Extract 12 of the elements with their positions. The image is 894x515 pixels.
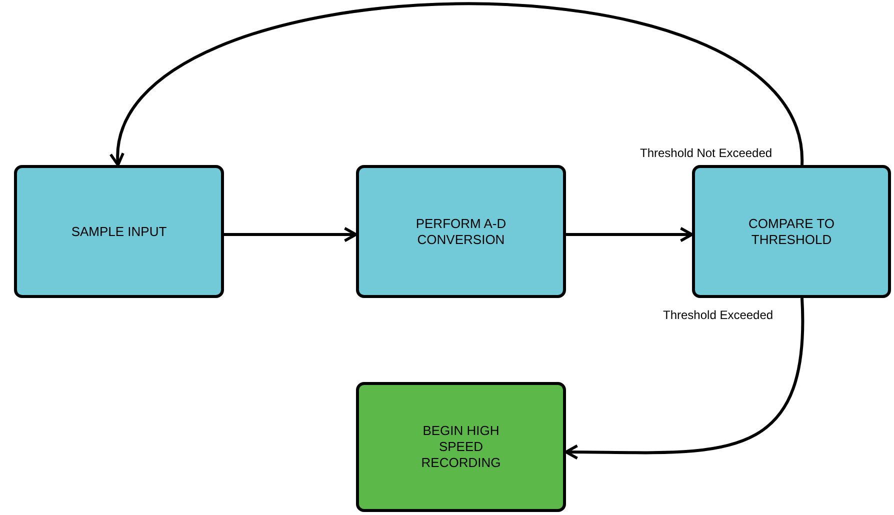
arrow xyxy=(112,2,804,166)
process-box xyxy=(356,382,566,512)
process-box xyxy=(14,165,224,298)
arrow xyxy=(564,298,804,460)
arrow xyxy=(224,226,358,242)
process-box xyxy=(356,165,566,298)
box-label: SAMPLE INPUT xyxy=(71,224,167,240)
process-box xyxy=(692,165,891,298)
box-label: PERFORM A-D CONVERSION xyxy=(414,216,508,248)
arrow xyxy=(566,226,694,242)
box-label: BEGIN HIGH SPEED RECORDING xyxy=(420,423,502,471)
box-label: COMPARE TO THRESHOLD xyxy=(748,216,836,248)
